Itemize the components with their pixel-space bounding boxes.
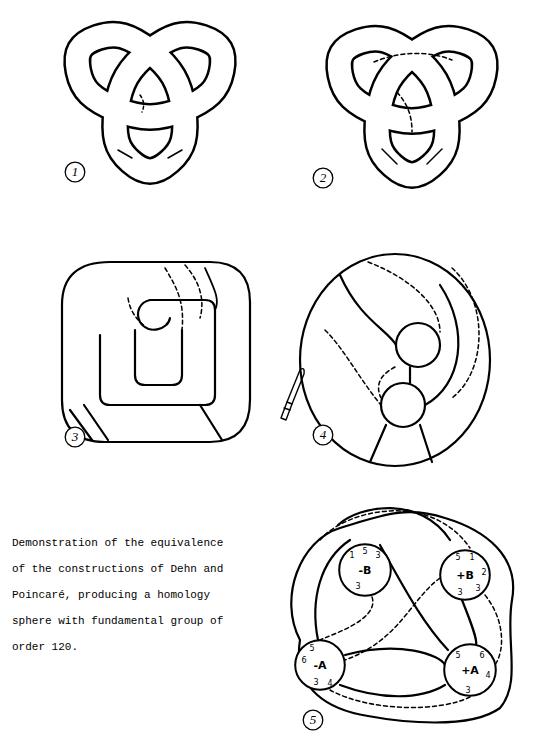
trefoil-tube <box>77 35 222 171</box>
outline-circle <box>303 710 323 730</box>
panel-number-text: 2 <box>320 170 327 186</box>
edge-number: 5 <box>362 547 367 556</box>
edge-number: 1 <box>469 553 474 562</box>
meridian-line <box>382 149 397 164</box>
handlebody <box>62 262 250 442</box>
outline-circle <box>313 168 333 188</box>
band-line <box>338 508 450 540</box>
band-line <box>462 600 476 645</box>
edge-number: 3 <box>457 588 462 597</box>
knife-handle <box>281 402 292 420</box>
tube-outline <box>339 39 484 175</box>
band-line <box>370 425 386 462</box>
outline-circle <box>65 427 85 447</box>
disk-label: -A <box>313 659 326 672</box>
glued-disk: -A <box>294 639 346 691</box>
outline-circle <box>65 162 85 182</box>
outline-circle <box>313 425 333 445</box>
panel-number-text: 3 <box>72 429 79 445</box>
cut-disk <box>381 383 425 427</box>
tube-outline <box>77 35 222 171</box>
edge-number: 3 <box>475 584 480 593</box>
dashed-curve <box>185 265 202 318</box>
band-line <box>380 545 448 650</box>
outline-circle <box>339 544 391 596</box>
dashed-curve <box>368 262 440 332</box>
outer-surface <box>62 262 250 442</box>
band-line <box>345 649 445 665</box>
knife-blade <box>287 369 304 404</box>
cut-handlebody <box>300 254 490 466</box>
tube-body <box>77 35 222 171</box>
panel-number: 5 <box>302 709 324 731</box>
edge-number: 5 <box>309 644 314 653</box>
edge-number: 2 <box>481 568 486 577</box>
caption-text: Demonstration of the equivalence of the … <box>12 530 228 660</box>
edge-number: 6 <box>301 656 306 665</box>
edge-number: 3 <box>375 551 380 560</box>
band-line <box>340 685 445 696</box>
edge-number: 5 <box>455 553 460 562</box>
dashed-curve <box>165 268 183 330</box>
panel-number-text: 1 <box>72 164 79 180</box>
outer-surface <box>291 512 513 722</box>
panel-number: 3 <box>64 426 86 448</box>
dashed-curve <box>128 298 150 330</box>
dashed-curve <box>325 330 381 405</box>
edge-number: 3 <box>313 678 318 687</box>
edge-number: 3 <box>465 686 470 695</box>
dashed-band <box>320 511 470 548</box>
knife-symbol <box>281 369 304 420</box>
panel-number: 4 <box>312 424 334 446</box>
trefoil-surface <box>339 39 484 175</box>
inner-surface <box>100 300 215 405</box>
meridian-line <box>168 150 182 158</box>
band-line <box>420 425 432 462</box>
tube-body <box>339 39 484 175</box>
disk-label: -B <box>359 564 372 577</box>
solid-curve <box>340 275 396 345</box>
edge-number: 6 <box>479 651 484 660</box>
knife-handle <box>284 408 290 410</box>
cut-disk <box>396 323 440 367</box>
panel-number-text: 4 <box>320 427 327 443</box>
edge-number: 5 <box>455 651 460 660</box>
dashed-band <box>320 597 373 640</box>
edge-number: 3 <box>355 582 360 591</box>
dashed-curve <box>379 367 395 398</box>
panel-number: 1 <box>64 161 86 183</box>
outline-circle <box>444 644 496 696</box>
spanning-surface <box>397 92 412 132</box>
solid-curve <box>409 367 411 383</box>
outer-surface <box>300 254 490 466</box>
outline-circle <box>295 640 345 690</box>
band-line <box>200 405 222 440</box>
panel-number-text: 5 <box>310 712 317 728</box>
dashed-curve <box>452 268 479 398</box>
heegaard-diagram <box>291 508 513 722</box>
solid-curve <box>205 268 217 310</box>
disk-label: +A <box>461 664 479 677</box>
solid-curve <box>425 285 458 405</box>
edge-number: 4 <box>327 679 332 688</box>
disk-label: +B <box>456 569 474 582</box>
edge-number: 4 <box>485 671 490 680</box>
meridian-line <box>427 149 442 164</box>
meridian-line <box>118 150 132 158</box>
band-line <box>84 405 108 440</box>
outline-circle <box>440 550 490 600</box>
edge-number: 1 <box>349 551 354 560</box>
spanning-surface <box>374 53 452 62</box>
inner-tube <box>135 330 182 385</box>
meridian-line <box>140 95 144 112</box>
dashed-band <box>330 690 470 707</box>
panel-number: 2 <box>312 167 334 189</box>
